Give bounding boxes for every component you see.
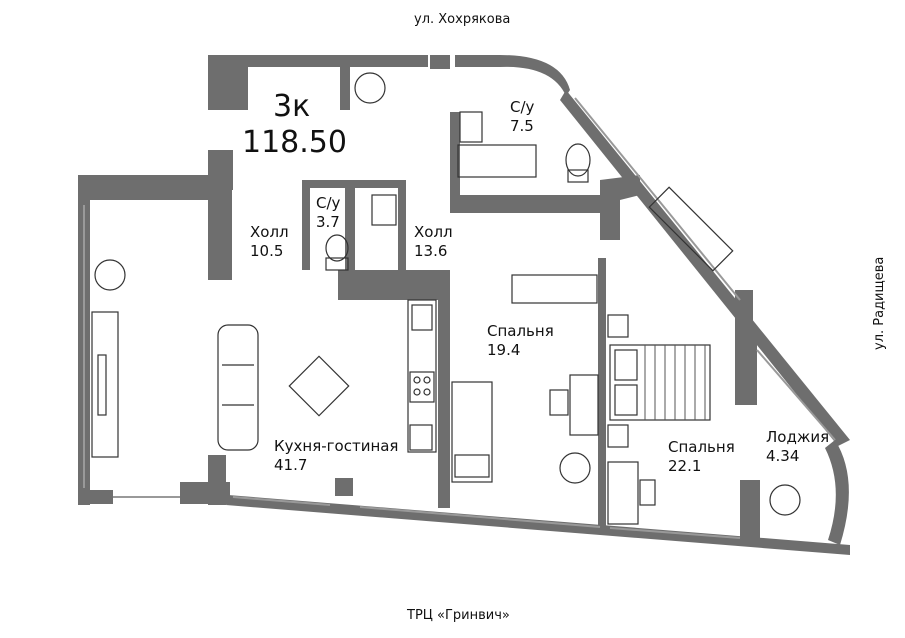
room-bath-3-7-name: С/у: [316, 194, 341, 212]
room-bedroom-22-1-area: 22.1: [668, 457, 702, 475]
room-hall-13-6-name: Холл: [414, 223, 453, 241]
furniture: [91, 72, 801, 525]
room-bedroom-19-4-area: 19.4: [487, 341, 521, 359]
street-right-label: ул. Радищева: [872, 256, 887, 350]
street-top-label: ул. Хохрякова: [414, 12, 511, 27]
room-bath-7-5-name: С/у: [510, 98, 535, 116]
room-bedroom-22-1-name: Спальня: [668, 438, 735, 456]
room-bath-3-7-area: 3.7: [316, 213, 340, 231]
room-hall-10-5-area: 10.5: [250, 242, 284, 260]
room-loggia-area: 4.34: [766, 447, 800, 465]
room-hall-13-6-area: 13.6: [414, 242, 448, 260]
room-kitchen-living-name: Кухня-гостиная: [274, 437, 399, 455]
room-loggia-name: Лоджия: [766, 428, 830, 446]
room-bedroom-19-4-name: Спальня: [487, 322, 554, 340]
walls: [78, 55, 850, 555]
apartment-area: 118.50: [242, 125, 347, 160]
street-bottom-label: ТРЦ «Гринвич»: [407, 608, 510, 623]
room-kitchen-living-area: 41.7: [274, 456, 308, 474]
room-hall-10-5-name: Холл: [250, 223, 289, 241]
room-bath-7-5-area: 7.5: [510, 117, 534, 135]
apartment-type: 3к: [273, 89, 311, 124]
bed-stripes: [644, 345, 706, 420]
